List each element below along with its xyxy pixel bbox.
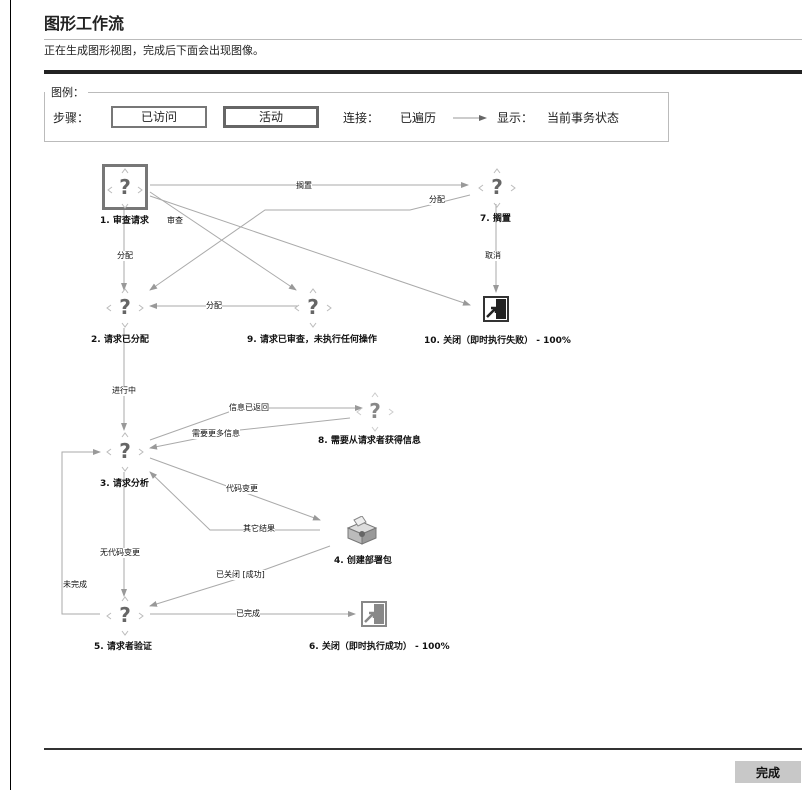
node-6-label: 6. 关闭（即时执行成功） - 100% [309, 642, 450, 652]
node-4-package-icon[interactable] [344, 516, 380, 546]
node-9-icon[interactable]: ? [292, 288, 334, 328]
node-2-icon[interactable]: ? [104, 288, 146, 328]
node-8-label: 8. 需要从请求者获得信息 [318, 436, 421, 446]
node-3-icon[interactable]: ? [104, 432, 146, 472]
node-2-label: 2. 请求已分配 [91, 335, 149, 345]
edge-label-info-returned: 信息已返回 [229, 403, 269, 413]
edge-label-code-change: 代码变更 [226, 484, 258, 494]
edge-label-in-progress: 进行中 [112, 386, 136, 396]
svg-text:?: ? [369, 399, 381, 423]
legend-panel: 图例： 步骤： 已访问 活动 连接： 已遍历 显示： 当前事务状态 [44, 84, 669, 142]
edge-5-to-3 [61, 449, 101, 615]
legend-display-value: 当前事务状态 [547, 111, 620, 125]
footer-divider [44, 748, 802, 750]
node-3-label: 3. 请求分析 [100, 479, 149, 489]
node-8-icon[interactable]: ? [354, 392, 396, 432]
legend-active-box: 活动 [223, 106, 319, 128]
edge-4-to-3 [149, 471, 320, 531]
svg-text:?: ? [119, 603, 131, 627]
node-1-label: 1. 审查请求 [100, 216, 149, 226]
edge-label-review: 审查 [167, 216, 183, 226]
node-7-icon[interactable]: ? [476, 168, 518, 208]
svg-text:?: ? [119, 439, 131, 463]
edge-label-cancel: 取消 [485, 251, 501, 261]
legend-visited-box: 已访问 [111, 106, 207, 128]
title-divider [44, 39, 802, 40]
edge-label-completed: 已完成 [236, 609, 260, 619]
header-divider [44, 70, 802, 74]
edge-label-closed-success: 已关闭 [成功] [216, 570, 265, 580]
edge-label-assign-9: 分配 [206, 301, 222, 311]
edge-7-to-2 [149, 194, 471, 291]
done-button[interactable]: 完成 [735, 761, 801, 783]
legend-display-label: 显示： [497, 111, 534, 125]
svg-text:?: ? [491, 175, 503, 199]
node-10-label: 10. 关闭（即时执行失败） - 100% [424, 336, 571, 346]
edge-label-need-info: 需要更多信息 [192, 429, 240, 439]
legend-steps-label: 步骤： [53, 111, 90, 125]
edge-label-other-result: 其它结果 [243, 524, 275, 534]
edge-1-to-9 [149, 191, 297, 291]
node-5-icon[interactable]: ? [104, 596, 146, 636]
page-subtitle: 正在生成图形视图，完成后下面会出现图像。 [44, 44, 264, 57]
svg-text:?: ? [119, 295, 131, 319]
node-5-label: 5. 请求者验证 [94, 642, 152, 652]
legend-arrow-icon [453, 115, 487, 121]
node-9-label: 9. 请求已审查，未执行任何操作 [247, 335, 377, 345]
node-6-exit-icon[interactable] [361, 601, 387, 627]
edge-1-to-10 [149, 195, 471, 306]
edge-label-no-code-change: 无代码变更 [100, 548, 140, 558]
edge-label-hold: 搁置 [296, 181, 312, 191]
svg-text:?: ? [307, 295, 319, 319]
edge-label-assign-7: 分配 [429, 195, 445, 205]
svg-text:?: ? [119, 175, 131, 199]
legend-traversed-label: 已遍历 [400, 111, 437, 125]
page-title: 图形工作流 [44, 14, 125, 33]
node-10-exit-icon[interactable] [483, 296, 509, 322]
node-1-icon[interactable]: ? [102, 164, 148, 210]
legend-connection-label: 连接： [343, 111, 380, 125]
legend-title: 图例： [45, 84, 88, 100]
left-border [10, 0, 11, 790]
edge-label-assign-1: 分配 [117, 251, 133, 261]
edge-8-to-3 [149, 417, 351, 450]
node-7-label: 7. 搁置 [480, 214, 511, 224]
node-4-label: 4. 创建部署包 [334, 556, 392, 566]
edge-label-not-passed: 未完成 [63, 580, 87, 590]
